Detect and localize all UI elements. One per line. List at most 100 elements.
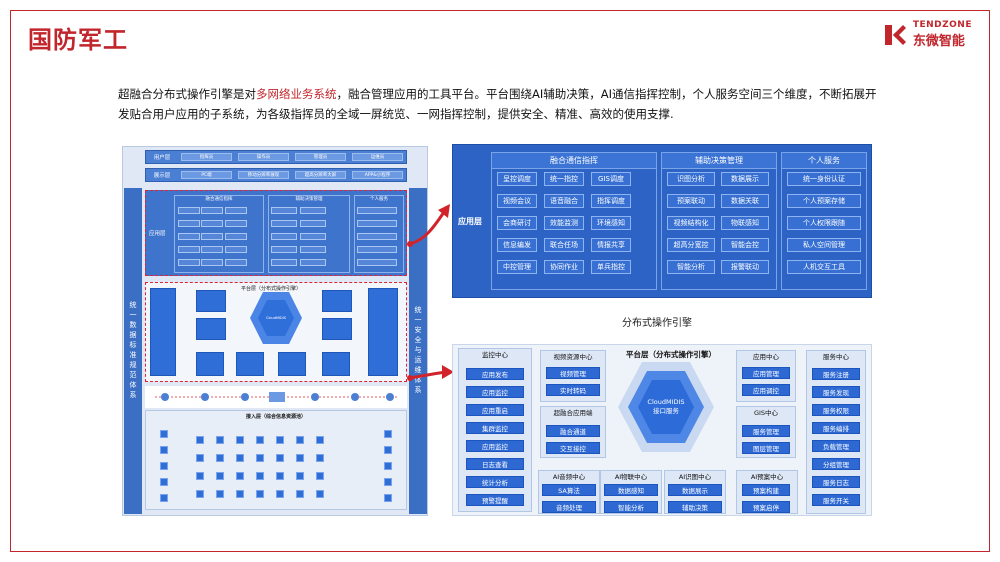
user-cell: 运维员: [352, 153, 403, 161]
ai-plan-center-item[interactable]: 预案启停: [742, 501, 790, 513]
overview-gis-box: [322, 318, 352, 340]
app-function-button[interactable]: 单兵指控: [591, 260, 631, 274]
overview-function-tile: [178, 207, 200, 214]
app-function-button[interactable]: 视频会议: [497, 194, 537, 208]
service-center-item[interactable]: 负载管理: [812, 440, 860, 452]
monitor-center-item[interactable]: 应用监控: [466, 386, 524, 398]
video-center-item[interactable]: 实时转码: [546, 384, 600, 396]
app-function-button[interactable]: 会商研讨: [497, 216, 537, 230]
app-function-button[interactable]: 中控管理: [497, 260, 537, 274]
service-center-item[interactable]: 服务日志: [812, 476, 860, 488]
resource-icon: [316, 490, 324, 498]
monitor-center-item[interactable]: 应用发布: [466, 368, 524, 380]
monitor-center-item[interactable]: 统计分析: [466, 476, 524, 488]
display-cell: APP&小程序: [352, 171, 403, 179]
app-function-button[interactable]: 统一指控: [544, 172, 584, 186]
ai-iot-center-item[interactable]: 数据感知: [604, 484, 658, 496]
personal-service-button[interactable]: 个人预案存储: [787, 194, 861, 208]
resource-icon: [160, 446, 168, 454]
resource-icon: [316, 472, 324, 480]
service-center-item[interactable]: 服务注册: [812, 368, 860, 380]
fusion-app-item[interactable]: 交互接控: [546, 442, 600, 454]
app-center-item[interactable]: 应用调控: [742, 384, 790, 396]
fusion-app-item[interactable]: 融合通道: [546, 425, 600, 437]
app-center-item[interactable]: 应用管理: [742, 367, 790, 379]
resource-icon: [256, 490, 264, 498]
decision-function-button[interactable]: 智能分析: [667, 260, 715, 274]
resource-icon: [216, 454, 224, 462]
app-function-button[interactable]: 环境感知: [591, 216, 631, 230]
decision-function-button[interactable]: 识图分析: [667, 172, 715, 186]
resource-icon: [216, 436, 224, 444]
service-center-title: 服务中心: [823, 353, 849, 361]
overview-function-tile: [357, 259, 397, 266]
gis-center-item[interactable]: 图层管理: [742, 442, 790, 454]
service-center-item[interactable]: 服务发现: [812, 386, 860, 398]
gis-center-item[interactable]: 服务管理: [742, 425, 790, 437]
overview-appcenter-box: [322, 290, 352, 312]
ai-audio-center-item[interactable]: SA算法: [542, 484, 596, 496]
group-title: 辅助决策管理: [662, 153, 776, 169]
resource-icon: [236, 436, 244, 444]
service-center-item[interactable]: 服务编排: [812, 422, 860, 434]
page-title: 国防军工: [28, 26, 128, 54]
service-center-item[interactable]: 服务开关: [812, 494, 860, 506]
overview-function-tile: [357, 220, 397, 227]
monitor-center-item[interactable]: 日志查看: [466, 458, 524, 470]
ai-audio-center-title: AI音频中心: [552, 473, 586, 481]
monitor-center-item[interactable]: 应用重启: [466, 404, 524, 416]
app-function-button[interactable]: GIS调度: [591, 172, 631, 186]
decision-function-button[interactable]: 报警联动: [721, 260, 769, 274]
user-layer-label: 用户层: [153, 155, 171, 161]
app-function-button[interactable]: 情报共享: [591, 238, 631, 252]
app-function-button[interactable]: 语音融合: [544, 194, 584, 208]
service-center-item[interactable]: 服务权限: [812, 404, 860, 416]
service-center-item[interactable]: 分组管理: [812, 458, 860, 470]
group-fusion-comm: 融合通信指挥: [491, 152, 657, 290]
app-function-button[interactable]: 信息编发: [497, 238, 537, 252]
overview-function-tile: [201, 246, 223, 253]
decision-function-button[interactable]: 视频结构化: [667, 216, 715, 230]
overview-function-tile: [225, 220, 247, 227]
personal-service-button[interactable]: 个人权限跟随: [787, 216, 861, 230]
personal-service-button[interactable]: 人机交互工具: [787, 260, 861, 274]
ai-recognition-center-item[interactable]: 辅助决策: [668, 501, 722, 513]
ai-iot-center-item[interactable]: 智能分析: [604, 501, 658, 513]
decision-function-button[interactable]: 超高分宽控: [667, 238, 715, 252]
monitor-center-item[interactable]: 预警提醒: [466, 494, 524, 506]
decision-function-button[interactable]: 智能会控: [721, 238, 769, 252]
resource-icon: [296, 436, 304, 444]
resource-icon: [236, 454, 244, 462]
video-center-item[interactable]: 视频管理: [546, 367, 600, 379]
overview-function-tile: [225, 259, 247, 266]
logo-english: TENDZONE: [912, 20, 972, 30]
resource-icon: [160, 430, 168, 438]
overview-display-layer: 展示层 PC端 移动分辨率展现 超高分辨率大屏 APP&小程序: [145, 168, 407, 182]
monitor-center-item[interactable]: 集群监控: [466, 422, 524, 434]
ai-iot-center-title: AI物联中心: [614, 473, 648, 481]
app-function-button[interactable]: 指挥调度: [591, 194, 631, 208]
overview-function-tile: [300, 220, 326, 227]
app-function-button[interactable]: 效能监测: [544, 216, 584, 230]
decision-function-button[interactable]: 物联感知: [721, 216, 769, 230]
app-function-button[interactable]: 呈控调度: [497, 172, 537, 186]
overview-function-tile: [300, 207, 326, 214]
resource-icon: [160, 494, 168, 502]
personal-service-button[interactable]: 统一身份认证: [787, 172, 861, 186]
app-function-button[interactable]: 协同作业: [544, 260, 584, 274]
resource-icon: [384, 446, 392, 454]
decision-function-button[interactable]: 数据关联: [721, 194, 769, 208]
personal-service-button[interactable]: 私人空间管理: [787, 238, 861, 252]
monitor-center-item[interactable]: 应用监控: [466, 440, 524, 452]
ai-recognition-center-item[interactable]: 数据展示: [668, 484, 722, 496]
ai-plan-center-item[interactable]: 预案构建: [742, 484, 790, 496]
user-cell: 操作员: [238, 153, 289, 161]
intro-before: 超融合分布式操作引擎是对: [118, 87, 256, 101]
ai-audio-center-item[interactable]: 音频处理: [542, 501, 596, 513]
decision-function-button[interactable]: 预案联动: [667, 194, 715, 208]
app-function-button[interactable]: 联合任场: [544, 238, 584, 252]
decision-function-button[interactable]: 数据展示: [721, 172, 769, 186]
arrow-to-platform: [407, 365, 454, 381]
overview-network-strip: [145, 386, 407, 408]
